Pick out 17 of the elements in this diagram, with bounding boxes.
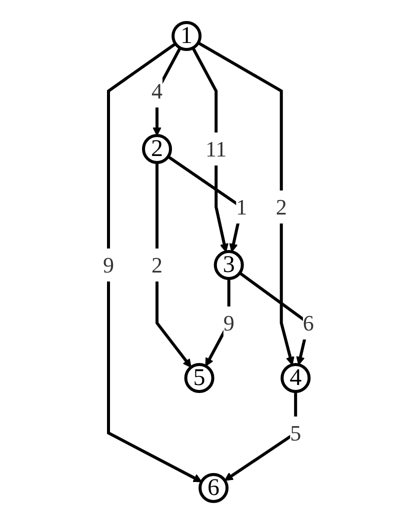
node-circle: 1 <box>172 20 202 50</box>
node-circle: 5 <box>184 362 214 392</box>
edge-label: 9 <box>103 252 114 277</box>
node-circle: 3 <box>214 250 244 280</box>
edge-label: 4 <box>152 78 163 103</box>
edge-label: 1 <box>236 194 248 219</box>
node-circle: 4 <box>280 362 311 392</box>
arrow <box>107 42 202 482</box>
edge-label: 11 <box>206 136 227 161</box>
node-circle: 6 <box>198 472 229 502</box>
edge-label: 2 <box>276 194 287 219</box>
edge-label: 2 <box>152 252 163 277</box>
edge-label: 5 <box>290 420 302 445</box>
edge-label: 6 <box>302 310 314 335</box>
edge-label: 9 <box>223 310 234 335</box>
node-circle: 2 <box>142 134 172 164</box>
arrow <box>192 46 229 252</box>
